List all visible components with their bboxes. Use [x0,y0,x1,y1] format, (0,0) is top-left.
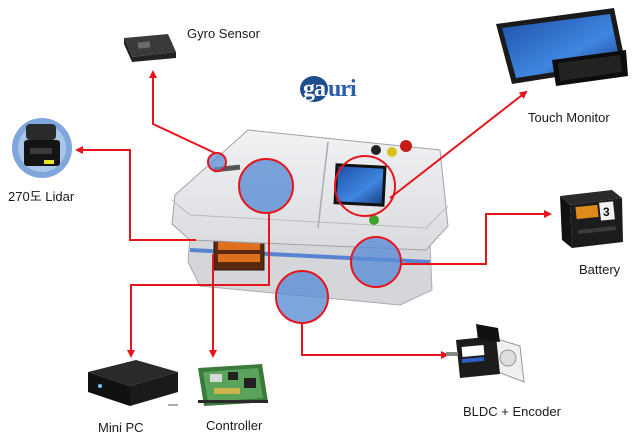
label-battery: Battery [579,262,621,277]
logo-suffix: uri [328,76,357,102]
highlight-monitor [334,155,396,217]
arrow-motor [301,323,449,359]
highlight-gyro [207,152,227,172]
bldc-motor-image [446,324,525,383]
arrow-gyro [149,70,216,154]
controller-board-image [198,364,268,406]
logo-prefix: ga [300,76,328,102]
label-mini-pc: Mini PC [98,420,144,435]
arrow-battery [400,210,552,265]
lidar-image [12,118,72,178]
highlight-motor [275,270,329,324]
gyro-sensor-image [124,34,176,62]
battery-capacity-label: 3 [603,205,610,219]
arrow-lidar [75,146,196,241]
highlight-pc [238,158,294,214]
battery-image: 3 [560,190,623,248]
highlight-circles [207,152,402,324]
label-gyro-sensor: Gyro Sensor [187,26,260,41]
label-bldc-encoder: BLDC + Encoder [463,404,561,419]
highlight-battery [350,236,402,288]
touch-monitor-image [496,8,628,86]
robot-chassis [171,129,449,306]
label-touch-monitor: Touch Monitor [528,110,610,125]
label-lidar: 270도 Lidar [8,189,75,204]
arrow-touch [389,90,528,199]
mini-pc-image [88,360,178,406]
label-controller: Controller [206,418,263,433]
connector-arrows [75,70,552,359]
arrow-minipc [127,213,270,358]
